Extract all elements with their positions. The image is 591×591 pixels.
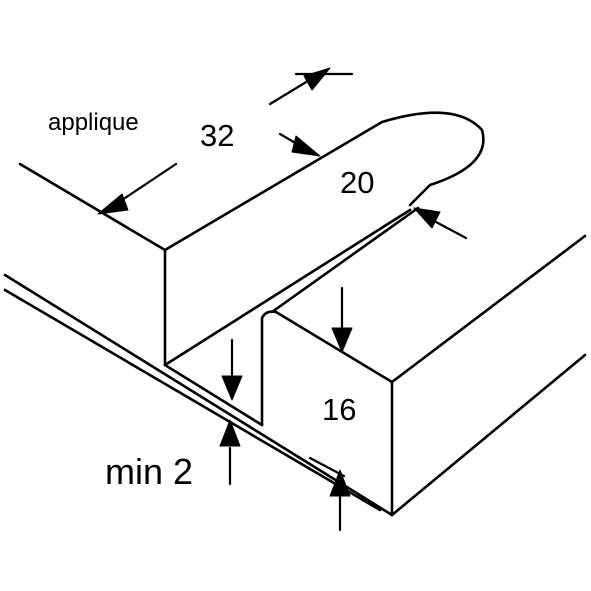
- arrow-width-top: [303, 67, 331, 91]
- slot-bottom: [163, 363, 264, 427]
- step-top-back: [390, 234, 587, 384]
- minimum-label: min 2: [105, 451, 193, 492]
- arrow-height-top: [331, 327, 353, 353]
- width-label: 32: [200, 118, 234, 153]
- step-left-wall: [260, 310, 278, 427]
- base-top-edge: [3, 273, 394, 517]
- arrow-width-bottom: [291, 135, 321, 157]
- dimension-height: [331, 286, 353, 353]
- slot-inner-top-edge: [163, 208, 412, 367]
- arrow-min-right: [329, 469, 351, 497]
- arrow-radius: [413, 207, 441, 229]
- dimension-radius: [413, 207, 468, 240]
- step-bottom-back: [390, 353, 587, 517]
- applique-top-face: [163, 111, 485, 252]
- dimension-minimum: [219, 338, 351, 532]
- arrow-min-bottom: [219, 419, 241, 447]
- arrow-min-top: [221, 375, 243, 401]
- step-top-front: [274, 310, 394, 384]
- material-label: applique: [48, 109, 139, 136]
- dimension-width: [97, 67, 354, 215]
- height-label: 16: [322, 392, 356, 427]
- profile-outline: [3, 111, 587, 517]
- base-bottom-edge: [3, 288, 382, 512]
- arrow-width-left: [97, 193, 129, 215]
- radius-label: 20: [340, 165, 374, 200]
- applique-top-edge: [18, 162, 167, 252]
- slot-inner-top-edge-2: [270, 206, 420, 314]
